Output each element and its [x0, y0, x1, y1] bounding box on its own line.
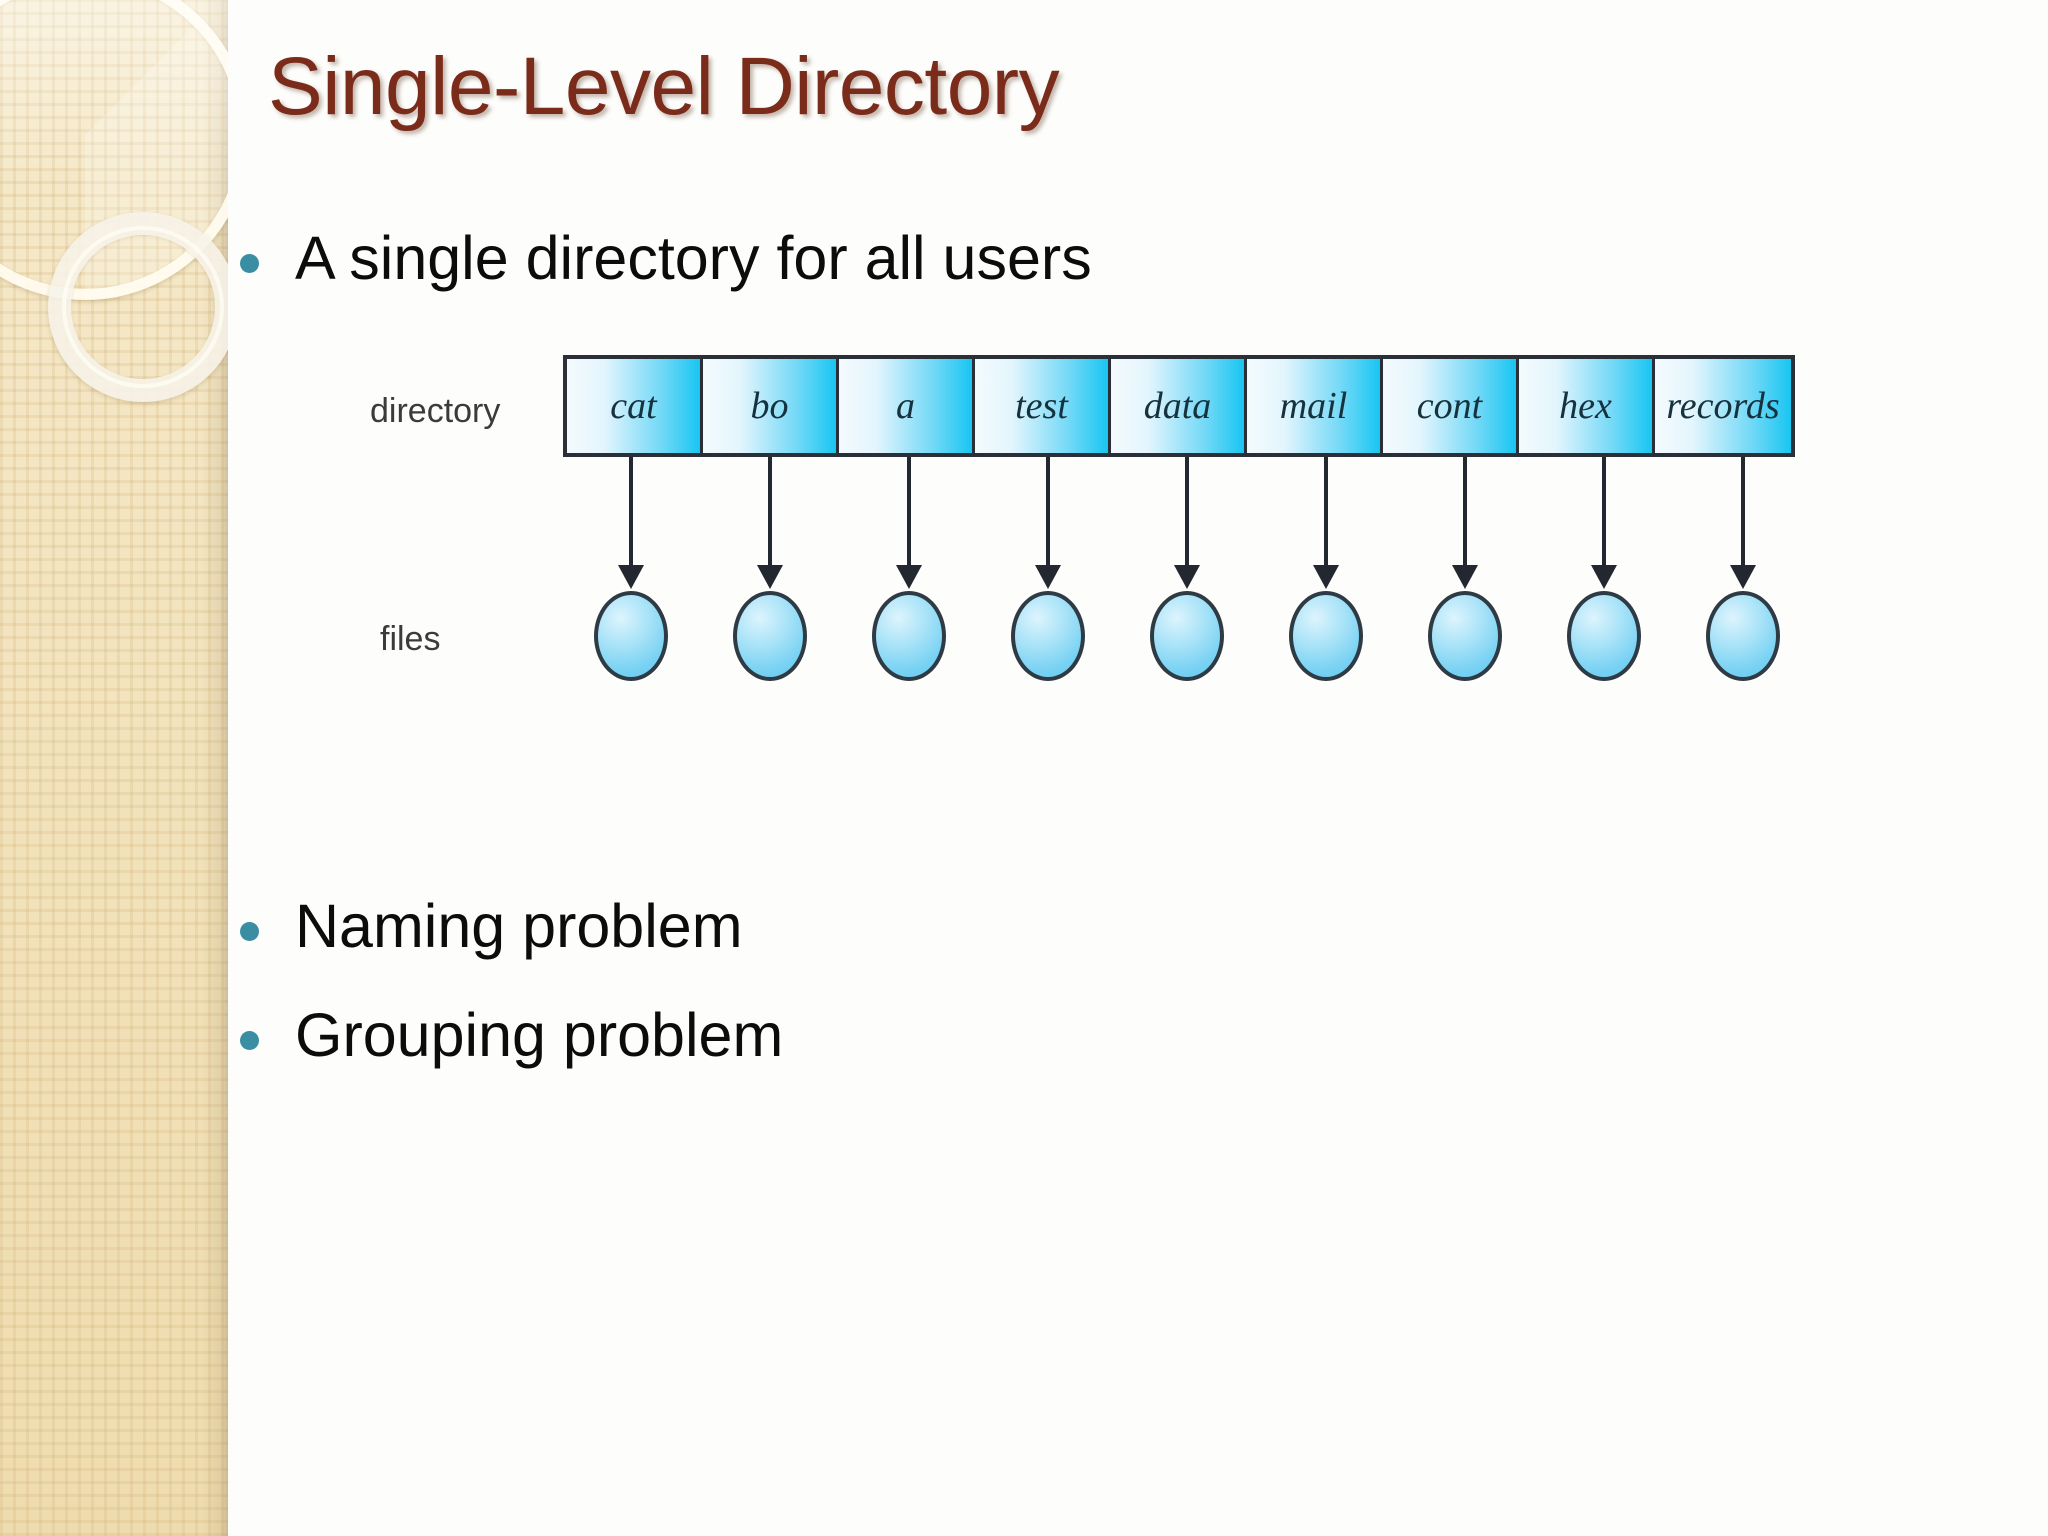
- file-node: [1011, 591, 1085, 681]
- directory-cell: data: [1111, 359, 1247, 453]
- directory-to-file-arrow: [1730, 457, 1756, 589]
- directory-to-file-arrow: [1452, 457, 1478, 589]
- bullet-item-2: Grouping problem: [240, 1003, 783, 1068]
- bullet-dot-icon: [240, 922, 259, 941]
- directory-to-file-arrow: [1591, 457, 1617, 589]
- bullet-label: A single directory for all users: [295, 224, 1092, 292]
- directory-to-file-arrow: [618, 457, 644, 589]
- file-node: [594, 591, 668, 681]
- file-node: [1567, 591, 1641, 681]
- file-node: [1150, 591, 1224, 681]
- directory-cell: records: [1655, 359, 1791, 453]
- single-level-directory-diagram: directory files cat bo a test data mail …: [370, 355, 1810, 695]
- directory-to-file-arrow: [896, 457, 922, 589]
- file-node: [1706, 591, 1780, 681]
- directory-cell: bo: [703, 359, 839, 453]
- slide-title: Single-Level Directory: [268, 41, 1060, 132]
- bullet-dot-icon: [240, 1031, 259, 1050]
- bullet-label: Grouping problem: [295, 1001, 784, 1069]
- bullet-item-0: A single directory for all users: [240, 226, 1092, 291]
- directory-cell: cat: [567, 359, 703, 453]
- directory-cell: test: [975, 359, 1111, 453]
- directory-to-file-arrow: [1174, 457, 1200, 589]
- bullet-dot-icon: [240, 254, 259, 273]
- diagram-label-files: files: [380, 620, 441, 658]
- directory-cell: cont: [1383, 359, 1519, 453]
- file-node: [1289, 591, 1363, 681]
- file-node: [733, 591, 807, 681]
- file-node: [872, 591, 946, 681]
- directory-table: cat bo a test data mail cont hex records: [563, 355, 1795, 457]
- directory-cell: a: [839, 359, 975, 453]
- decorative-sidebar: [0, 0, 228, 1536]
- bullet-item-1: Naming problem: [240, 894, 743, 959]
- directory-to-file-arrow: [1035, 457, 1061, 589]
- diagram-label-directory: directory: [370, 392, 501, 430]
- directory-to-file-arrow: [757, 457, 783, 589]
- file-node: [1428, 591, 1502, 681]
- directory-to-file-arrow: [1313, 457, 1339, 589]
- sidebar-ring-small-icon: [62, 226, 224, 388]
- directory-cell: hex: [1519, 359, 1655, 453]
- directory-cell: mail: [1247, 359, 1383, 453]
- bullet-label: Naming problem: [295, 892, 743, 960]
